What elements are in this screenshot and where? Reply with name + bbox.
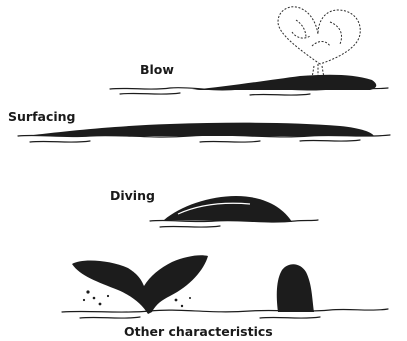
whale-head-spyhop (277, 264, 314, 312)
surfacing-label: Surfacing (8, 109, 75, 124)
diving-waterline (150, 220, 318, 222)
surfacing-whale-back (24, 123, 374, 136)
blow-panel: Blow (110, 7, 388, 95)
other-characteristics-label: Other characteristics (124, 324, 273, 339)
blow-spray-cloud (278, 7, 360, 78)
other-waterline (62, 309, 388, 312)
surfacing-panel: Surfacing (8, 109, 390, 142)
blow-whale-back (192, 75, 376, 90)
tail-fluke (72, 255, 208, 314)
diving-panel: Diving (110, 188, 318, 227)
other-panel: Other characteristics (62, 255, 388, 339)
diving-label: Diving (110, 188, 155, 203)
diving-whale-back (164, 196, 292, 222)
blow-label: Blow (140, 62, 174, 77)
